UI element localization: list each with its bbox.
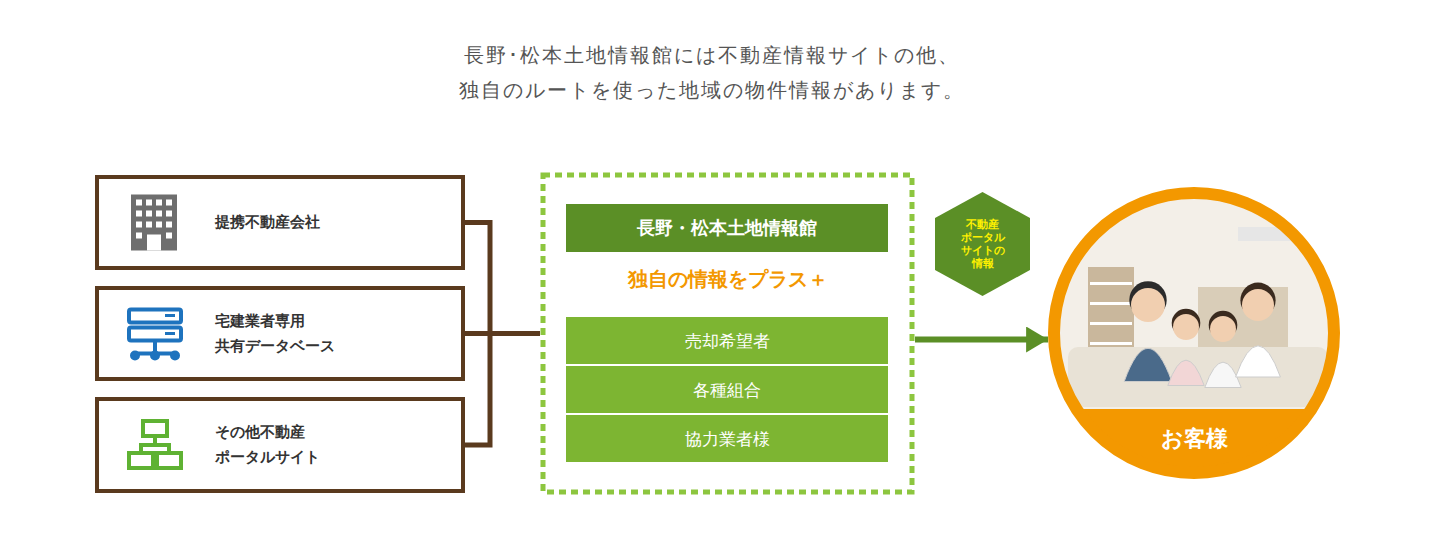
flow-arrow	[915, 337, 1048, 343]
customer-label: お客様	[1048, 425, 1340, 453]
source-box: 提携不動産会社	[95, 175, 465, 270]
merge-line	[465, 334, 540, 446]
source-label: 宅建業者専用 共有データベース	[215, 309, 375, 359]
band-label: 協力業者様	[685, 427, 770, 451]
source-box: その他不動産 ポータルサイト	[95, 397, 465, 493]
page-title: 長野･松本土地情報館には不動産情報サイトの他、 独自のルートを使った地域の物件情…	[347, 38, 1077, 108]
info-band: 売却希望者	[566, 317, 888, 364]
badge-label: 不動産 ポータル サイトの 情報	[955, 218, 1011, 270]
building-icon	[109, 179, 209, 266]
customer-circle: お客様	[1048, 187, 1340, 479]
plus-heading: 独自の情報をプラス＋	[540, 266, 915, 292]
source-box: 宅建業者専用 共有データベース	[95, 286, 465, 381]
band-label: 売却希望者	[685, 329, 770, 353]
merge-line	[465, 223, 540, 334]
band-label: 各種組合	[693, 378, 761, 402]
info-band: 協力業者様	[566, 415, 888, 462]
source-label: その他不動産 ポータルサイト	[215, 420, 375, 470]
title-wrap: 長野･松本土地情報館には不動産情報サイトの他、 独自のルートを使った地域の物件情…	[0, 38, 1424, 108]
source-label: 提携不動産会社	[215, 210, 320, 235]
info-band: 各種組合	[566, 366, 888, 413]
band-label: 長野・松本土地情報館	[637, 216, 817, 240]
hexagon-badge: 不動産 ポータル サイトの 情報	[935, 192, 1030, 296]
info-band: 長野・松本土地情報館	[566, 204, 888, 252]
database-icon	[109, 290, 209, 377]
network-icon	[109, 401, 209, 489]
company-panel: 長野・松本土地情報館売却希望者各種組合協力業者様 独自の情報をプラス＋	[540, 172, 915, 495]
